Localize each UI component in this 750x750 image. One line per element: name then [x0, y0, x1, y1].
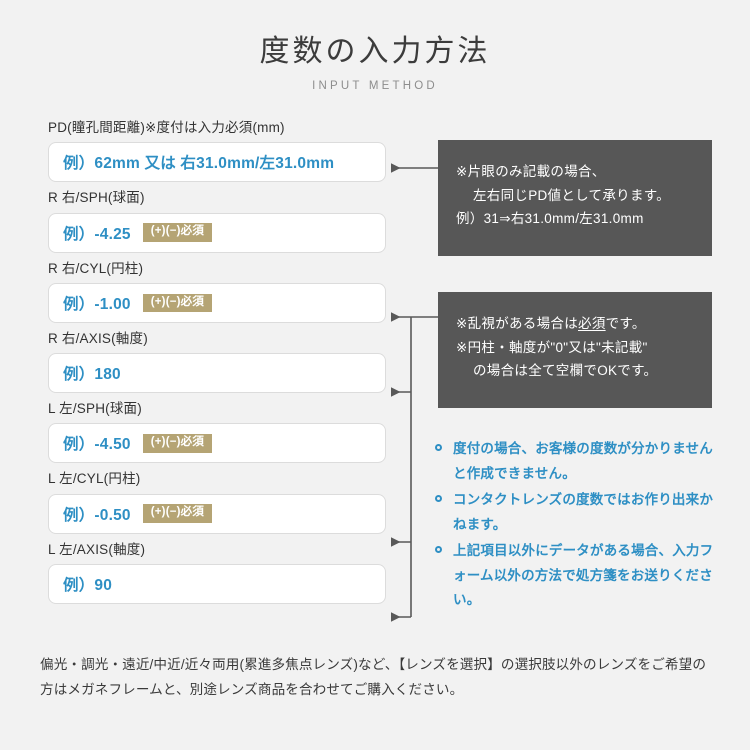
- label-r-axis: R 右/AXIS(軸度): [48, 330, 148, 346]
- input-l-cyl-value: 例）-0.50: [63, 506, 131, 524]
- input-l-cyl[interactable]: 例）-0.50 (+)(−)必須: [48, 493, 386, 534]
- badge-l-sph-required: (+)(−)必須: [142, 434, 213, 453]
- badge-l-cyl-required: (+)(−)必須: [142, 504, 213, 523]
- label-r-cyl: R 右/CYL(円柱): [48, 260, 144, 276]
- callout-cyl-line-2: ※円柱・軸度が"0"又は"未記載": [456, 339, 648, 355]
- input-r-axis[interactable]: 例）180: [48, 353, 386, 393]
- list-item: 上記項目以外にデータがある場合、入力フォーム以外の方法で処方箋をお送りください。: [434, 539, 714, 613]
- prescription-form: PD(瞳孔間距離)※度付は入力必須(mm) 例）62mm 又は 右31.0mm/…: [48, 118, 386, 610]
- input-pd-value: 例）62mm 又は 右31.0mm/左31.0mm: [63, 155, 335, 173]
- label-l-axis: L 左/AXIS(軸度): [48, 541, 146, 557]
- callout-cyl-axis-note: ※乱視がある場合は必須です。 ※円柱・軸度が"0"又は"未記載" の場合は全て空…: [438, 292, 712, 408]
- callout-cyl-line-3: の場合は全て空欄でOKです。: [473, 363, 658, 379]
- footer-note: 偏光・調光・遠近/中近/近々両用(累進多焦点レンズ)など、【レンズを選択】の選択…: [40, 657, 707, 698]
- badge-r-sph-required: (+)(−)必須: [142, 223, 213, 242]
- field-group-pd: PD(瞳孔間距離)※度付は入力必須(mm) 例）62mm 又は 右31.0mm/…: [48, 118, 386, 183]
- input-r-sph-value: 例）-4.25: [63, 225, 131, 243]
- input-r-cyl-value: 例）-1.00: [63, 295, 131, 313]
- notes-list: 度付の場合、お客様の度数が分かりませんと作成できません。 コンタクトレンズの度数…: [434, 437, 714, 615]
- bullet-circle-icon: [435, 495, 442, 503]
- label-r-sph: R 右/SPH(球面): [48, 190, 145, 206]
- callout-pd-line-2: 左右同じPD値として承ります。: [473, 187, 670, 203]
- label-pd: PD(瞳孔間距離)※度付は入力必須(mm): [48, 120, 285, 135]
- note-text: コンタクトレンズの度数ではお作り出来かねます。: [453, 492, 714, 532]
- input-l-sph-value: 例）-4.50: [63, 436, 131, 454]
- input-r-cyl[interactable]: 例）-1.00 (+)(−)必須: [48, 282, 386, 323]
- field-group-r-sph: R 右/SPH(球面) 例）-4.25 (+)(−)必須: [48, 188, 386, 253]
- bullet-circle-icon: [435, 546, 442, 554]
- field-group-l-sph: L 左/SPH(球面) 例）-4.50 (+)(−)必須: [48, 399, 386, 464]
- bullet-circle-icon: [435, 444, 442, 451]
- label-l-cyl: L 左/CYL(円柱): [48, 471, 141, 487]
- note-text: 度付の場合、お客様の度数が分かりませんと作成できません。: [453, 441, 713, 481]
- callout-cyl-line-1-text: ※乱視がある場合は必須です。: [456, 316, 646, 331]
- input-r-sph[interactable]: 例）-4.25 (+)(−)必須: [48, 212, 386, 253]
- input-pd[interactable]: 例）62mm 又は 右31.0mm/左31.0mm: [48, 142, 386, 183]
- callout-pd-line-3: 例）31⇒右31.0mm/左31.0mm: [456, 211, 644, 227]
- input-l-axis-value: 例）90: [63, 576, 113, 594]
- page-subtitle: INPUT METHOD: [312, 80, 438, 92]
- page-header: 度数の入力方法 INPUT METHOD: [0, 34, 750, 92]
- input-l-sph[interactable]: 例）-4.50 (+)(−)必須: [48, 423, 386, 464]
- input-l-axis[interactable]: 例）90: [48, 563, 386, 604]
- input-r-axis-value: 例）180: [63, 366, 121, 383]
- field-group-l-cyl: L 左/CYL(円柱) 例）-0.50 (+)(−)必須: [48, 469, 386, 534]
- list-item: コンタクトレンズの度数ではお作り出来かねます。: [434, 488, 714, 537]
- list-item: 度付の場合、お客様の度数が分かりませんと作成できません。: [434, 437, 714, 486]
- page-title: 度数の入力方法: [259, 35, 491, 68]
- label-l-sph: L 左/SPH(球面): [48, 401, 142, 416]
- badge-r-cyl-required: (+)(−)必須: [142, 293, 213, 312]
- field-group-r-cyl: R 右/CYL(円柱) 例）-1.00 (+)(−)必須: [48, 259, 386, 323]
- note-text: 上記項目以外にデータがある場合、入力フォーム以外の方法で処方箋をお送りください。: [453, 543, 714, 608]
- field-group-l-axis: L 左/AXIS(軸度) 例）90: [48, 540, 386, 604]
- field-group-r-axis: R 右/AXIS(軸度) 例）180: [48, 329, 386, 393]
- callout-cyl-line-1: ※乱視がある場合は必須です。: [456, 312, 712, 336]
- callout-pd-note: ※片眼のみ記載の場合、 左右同じPD値として承ります。 例）31⇒右31.0mm…: [438, 140, 712, 256]
- callout-pd-line-1: ※片眼のみ記載の場合、: [456, 164, 606, 179]
